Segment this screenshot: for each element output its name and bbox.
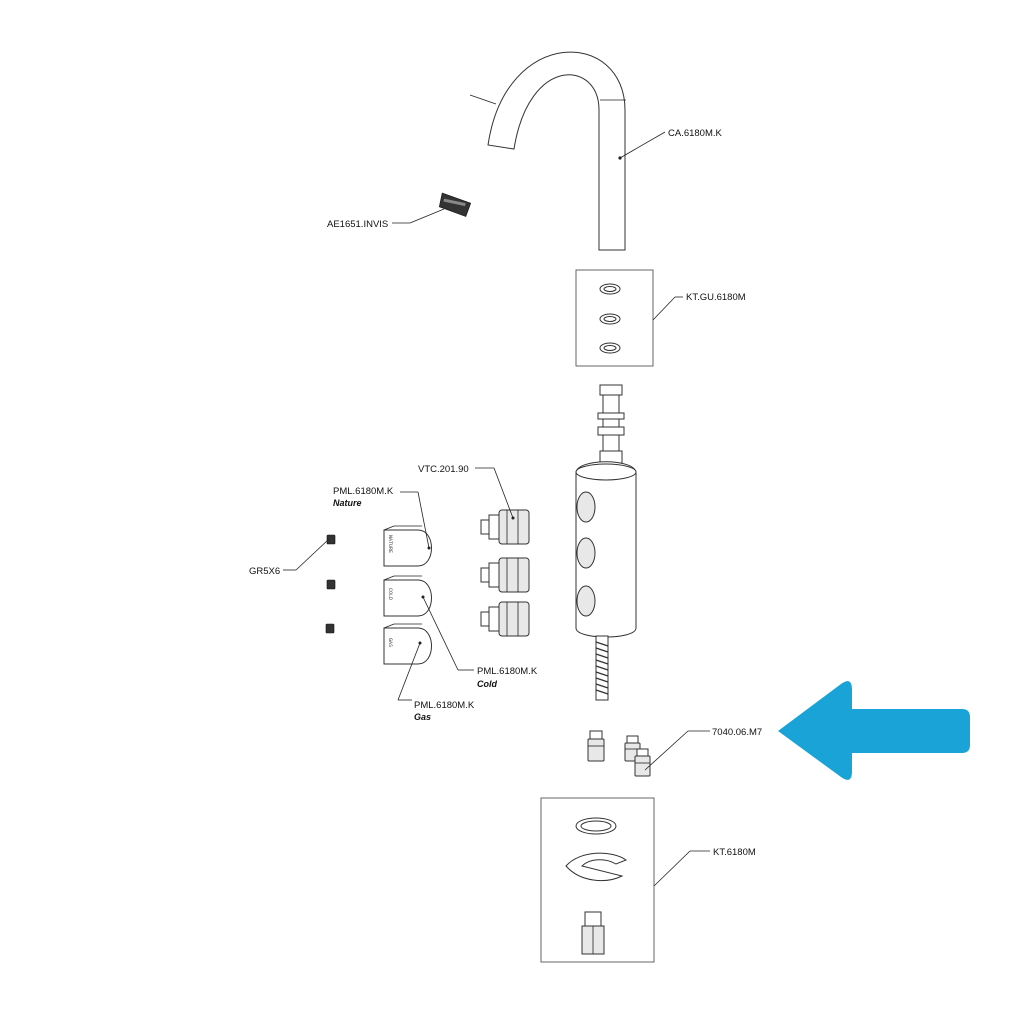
cartridge-3 [480,601,530,637]
lever-gas-sublabel: Gas [414,712,431,722]
lever-gas-label: PML.6180M.K [414,700,475,711]
connector-3 [634,748,651,777]
lever-nature-label: PML.6180M.K [333,486,394,497]
main-body [575,384,637,701]
cartridge-2 [480,557,530,593]
grub-screw-label: GR5X6 [249,566,280,577]
oring-kit-leader [652,296,676,321]
lever-nature-sublabel: Nature [333,498,362,508]
fixing-kit-leader [653,850,691,887]
oring-kit [575,269,654,367]
aerator-label: AE1651.INVIS [327,219,388,230]
spout-label: CA.6180M.K [668,128,723,139]
knob-nature: NATURE [383,525,432,567]
lever-gas-leader [397,642,421,701]
lever-cold-sublabel: Cold [477,679,497,689]
oring-kit-label: KT.GU.6180M [686,292,746,303]
spout-leader [619,131,666,159]
grub-screws [325,534,336,634]
spout [469,51,626,251]
connectors-leader [644,730,689,771]
knob-cold-mark: COLD [387,588,393,600]
cartridge-label: VTC.201.90 [418,464,469,475]
cartridge-1 [480,509,530,545]
aerator [438,192,472,217]
lever-cold-leader [422,596,459,671]
knob-gas-mark: GAS [387,638,393,647]
connectors-label: 7040.06.M7 [712,727,762,738]
knob-nature-mark: NATURE [387,535,393,553]
connector-1 [587,730,605,762]
fixing-kit [540,797,655,963]
knob-gas: GAS [383,623,432,665]
fixing-kit-label: KT.6180M [713,847,756,858]
arrow-left-icon [778,681,970,780]
knob-cold: COLD [383,575,432,617]
lever-cold-label: PML.6180M.K [477,666,538,677]
